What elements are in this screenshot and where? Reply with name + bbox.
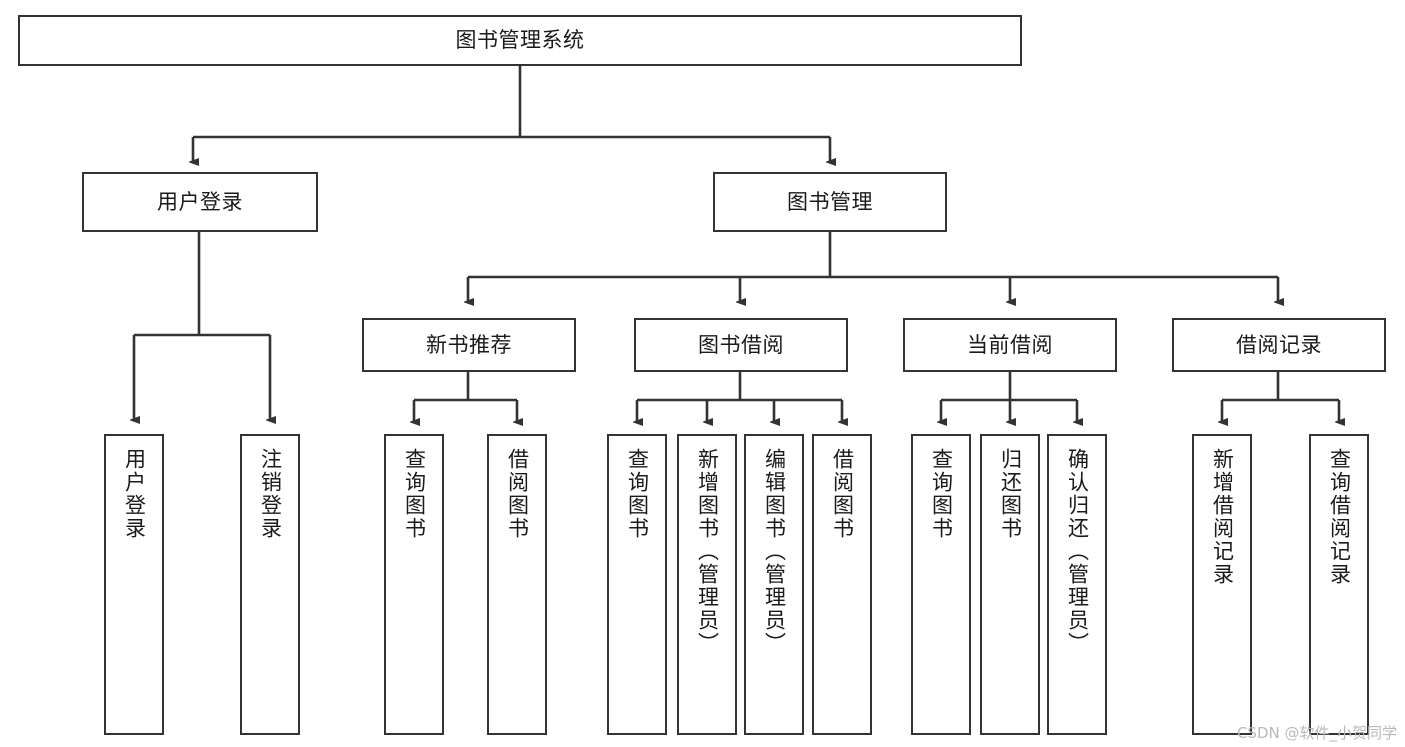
- node-leaf-query-book-3-label: 查询图书: [929, 448, 954, 540]
- node-leaf-query-record-label: 查询借阅记录: [1327, 448, 1352, 586]
- node-leaf-query-book-3[interactable]: 查询图书: [911, 434, 971, 735]
- node-user-login[interactable]: 用户登录: [82, 172, 318, 232]
- node-borrow-record-label: 借阅记录: [1236, 332, 1322, 357]
- node-borrow-record[interactable]: 借阅记录: [1172, 318, 1386, 372]
- node-book-manage-label: 图书管理: [787, 189, 873, 214]
- node-leaf-return-book[interactable]: 归还图书: [980, 434, 1040, 735]
- node-leaf-query-book-1-label: 查询图书: [402, 448, 427, 540]
- node-current-borrow[interactable]: 当前借阅: [903, 318, 1117, 372]
- node-leaf-query-book-2[interactable]: 查询图书: [607, 434, 667, 735]
- node-book-borrow[interactable]: 图书借阅: [634, 318, 848, 372]
- node-book-manage[interactable]: 图书管理: [713, 172, 947, 232]
- node-leaf-add-book-label: 新增图书（管理员）: [695, 448, 720, 655]
- node-leaf-query-record[interactable]: 查询借阅记录: [1309, 434, 1369, 735]
- node-root-label: 图书管理系统: [455, 28, 585, 53]
- node-leaf-logout-login[interactable]: 注销登录: [240, 434, 300, 735]
- node-leaf-user-login[interactable]: 用户登录: [104, 434, 164, 735]
- node-leaf-borrow-book-1-label: 借阅图书: [505, 448, 530, 540]
- node-leaf-borrow-book-1[interactable]: 借阅图书: [487, 434, 547, 735]
- node-leaf-add-record-label: 新增借阅记录: [1210, 448, 1235, 586]
- node-leaf-edit-book-label: 编辑图书（管理员）: [762, 448, 787, 655]
- node-leaf-return-book-label: 归还图书: [998, 448, 1023, 540]
- node-current-borrow-label: 当前借阅: [967, 332, 1053, 357]
- node-root[interactable]: 图书管理系统: [18, 15, 1022, 66]
- node-leaf-confirm-return[interactable]: 确认归还（管理员）: [1047, 434, 1107, 735]
- node-new-book-rec[interactable]: 新书推荐: [362, 318, 576, 372]
- node-leaf-user-login-label: 用户登录: [122, 448, 147, 540]
- node-leaf-query-book-1[interactable]: 查询图书: [384, 434, 444, 735]
- node-leaf-borrow-book-2-label: 借阅图书: [830, 448, 855, 540]
- node-leaf-confirm-return-label: 确认归还（管理员）: [1065, 448, 1090, 655]
- node-leaf-add-book[interactable]: 新增图书（管理员）: [677, 434, 737, 735]
- watermark: CSDN @软件_小贺同学: [1236, 724, 1397, 742]
- node-leaf-logout-login-label: 注销登录: [258, 448, 283, 540]
- node-leaf-add-record[interactable]: 新增借阅记录: [1192, 434, 1252, 735]
- node-new-book-rec-label: 新书推荐: [426, 332, 512, 357]
- node-book-borrow-label: 图书借阅: [698, 332, 784, 357]
- node-leaf-borrow-book-2[interactable]: 借阅图书: [812, 434, 872, 735]
- node-leaf-edit-book[interactable]: 编辑图书（管理员）: [744, 434, 804, 735]
- node-user-login-label: 用户登录: [157, 189, 243, 214]
- node-leaf-query-book-2-label: 查询图书: [625, 448, 650, 540]
